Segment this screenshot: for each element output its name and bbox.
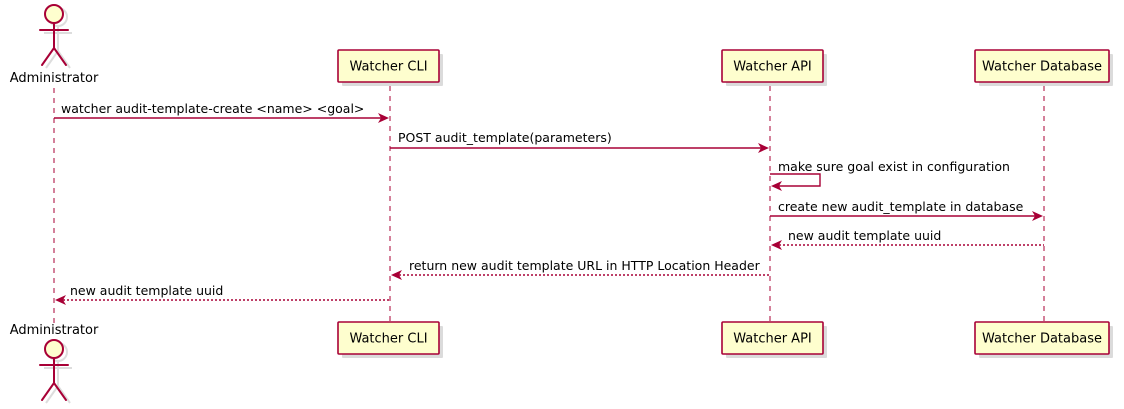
actor-administrator-bottom[interactable]: Administrator bbox=[10, 323, 99, 404]
message-3-loop bbox=[770, 173, 821, 187]
message-1[interactable]: watcher audit-template-create <name> <go… bbox=[54, 101, 389, 123]
actor-head-icon bbox=[44, 4, 64, 24]
participant-box-watcher-cli-top[interactable]: Watcher CLI bbox=[337, 49, 443, 86]
box-rect bbox=[721, 321, 824, 355]
participant-label-watcher-cli-bottom: Watcher CLI bbox=[349, 332, 427, 347]
participant-box-watcher-api-bottom[interactable]: Watcher API bbox=[721, 321, 827, 358]
message-4[interactable]: create new audit_template in database bbox=[770, 199, 1043, 221]
actor-leg-right-icon bbox=[53, 47, 67, 66]
actor-label-administrator-bottom: Administrator bbox=[10, 323, 99, 338]
message-1-label: watcher audit-template-create <name> <go… bbox=[61, 101, 364, 116]
participant-label-watcher-cli-top: Watcher CLI bbox=[349, 60, 427, 75]
actor-leg-left-icon bbox=[41, 382, 55, 401]
message-2-label: POST audit_template(parameters) bbox=[398, 130, 612, 145]
box-rect bbox=[974, 49, 1110, 83]
message-3-label: make sure goal exist in configuration bbox=[778, 159, 1010, 174]
actor-head-icon bbox=[44, 339, 64, 359]
message-5-label: new audit template uuid bbox=[788, 228, 941, 243]
participant-box-watcher-database-top[interactable]: Watcher Database bbox=[974, 49, 1113, 86]
message-6-label: return new audit template URL in HTTP Lo… bbox=[409, 258, 761, 273]
actor-leg-right-icon bbox=[53, 382, 67, 401]
box-rect bbox=[721, 49, 824, 83]
actor-administrator-top[interactable]: Administrator bbox=[10, 4, 99, 86]
participant-label-watcher-api-top: Watcher API bbox=[733, 60, 812, 75]
message-7-label: new audit template uuid bbox=[70, 283, 223, 298]
participant-label-watcher-api-bottom: Watcher API bbox=[733, 332, 812, 347]
participant-box-watcher-api-top[interactable]: Watcher API bbox=[721, 49, 827, 86]
actor-label-administrator-top: Administrator bbox=[10, 71, 99, 86]
actor-leg-left-icon bbox=[41, 47, 55, 66]
box-rect bbox=[974, 321, 1110, 355]
participant-box-watcher-database-bottom[interactable]: Watcher Database bbox=[974, 321, 1113, 358]
message-4-label: create new audit_template in database bbox=[778, 199, 1024, 214]
message-6[interactable]: return new audit template URL in HTTP Lo… bbox=[391, 258, 770, 280]
message-7[interactable]: new audit template uuid bbox=[55, 283, 390, 305]
box-rect bbox=[337, 49, 440, 83]
message-2[interactable]: POST audit_template(parameters) bbox=[390, 130, 769, 153]
participant-box-watcher-cli-bottom[interactable]: Watcher CLI bbox=[337, 321, 443, 358]
message-5[interactable]: new audit template uuid bbox=[771, 228, 1044, 250]
participant-label-watcher-database-bottom: Watcher Database bbox=[982, 332, 1102, 347]
box-rect bbox=[337, 321, 440, 355]
message-3-self[interactable]: make sure goal exist in configuration bbox=[770, 159, 1010, 191]
participant-label-watcher-database-top: Watcher Database bbox=[982, 60, 1102, 75]
